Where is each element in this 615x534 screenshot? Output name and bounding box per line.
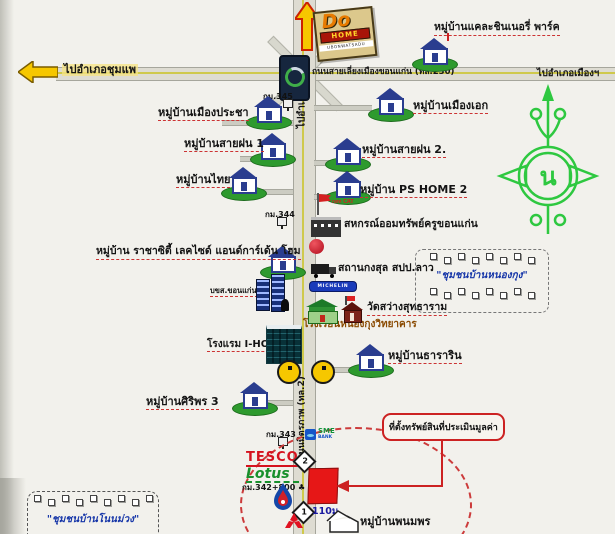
sme-bank-icon (305, 428, 316, 440)
village-label-pshome2: หมู่บ้าน PS HOME 2 (360, 183, 468, 199)
house-icon (221, 167, 267, 201)
sme-text: SME (318, 427, 335, 435)
ihotel-label: โรงแรม I-HOTEL (207, 339, 290, 353)
label-connector (447, 33, 449, 41)
junction-logo-badge (279, 55, 310, 101)
distance-label: 110ม. (312, 506, 342, 517)
cat-flag-icon (317, 193, 333, 215)
cat-label: กสท CAT (332, 199, 354, 205)
sketch-house-icon (326, 510, 359, 533)
village-label-siriporn3: หมู่บ้านศิริพร 3 (146, 395, 219, 411)
house-icon (246, 96, 292, 130)
road-centerline (56, 72, 615, 74)
round-sign-icon (309, 239, 324, 254)
coop-building-icon (311, 217, 341, 237)
west-arrow-icon (18, 61, 58, 83)
house-icon (250, 133, 296, 167)
sme-bank-sign: SME BANK (305, 428, 335, 440)
truck-icon (311, 263, 337, 278)
bus-terminal-label: บขส.ขอนแก่นเก่า (210, 286, 268, 298)
temple-icon (341, 296, 365, 323)
property-marker (307, 467, 339, 505)
bus-terminal-icon (256, 274, 290, 312)
house-icon (412, 38, 458, 72)
km-343-label: กม.343 (266, 430, 296, 439)
tesco-lotus-sign: TESCO Lotus (246, 450, 299, 484)
gas-station-flame-icon (274, 483, 292, 510)
lpg-station-icon (277, 360, 301, 384)
village-label-thararin: หมู่บ้านธาราริน (388, 349, 462, 365)
km-345-post-icon (283, 99, 293, 111)
scan-corner-shadow (0, 478, 26, 534)
community-houses-pattern (416, 288, 548, 299)
direction-east-label: ไปอำเภอเมืองฯ (537, 68, 600, 79)
callout-line-vertical (441, 441, 443, 487)
village-label-saifon2: หมู่บ้านสายฝน 2. (362, 143, 447, 159)
village-label-racha: หมู่บ้าน ราชาซิตี้ เลคไซด์ แอนด์การ์เด้น… (96, 245, 301, 260)
nonmuang-community-area: "ชุมชนบ้านโนนม่วง" (27, 491, 159, 534)
side-road (314, 160, 330, 166)
km-344-label: กม.344 (265, 210, 295, 219)
house-icon (368, 88, 414, 122)
village-label-saifon1: หมู่บ้านสายฝน 1 (184, 137, 264, 153)
property-callout-box: ที่ตั้งทรัพย์สินที่ประเมินมูลค่า (382, 413, 505, 441)
michelin-banner: MICHELIN (309, 281, 357, 292)
consulate-label: สถานกงสุล สปป.ลาว (338, 262, 434, 274)
house-icon (232, 382, 278, 416)
house-icon (348, 344, 394, 378)
village-label-thai: หมู่บ้านไทย (176, 173, 231, 189)
km-342-label: กม.342+800 ♣ (242, 483, 306, 492)
side-road (314, 105, 372, 111)
nonmuang-community-label: "ชุมชนบ้านโนนม่วง" (46, 514, 140, 525)
village-label-muang-ek: หมู่บ้านเมืองเอก (413, 99, 489, 115)
callout-line-horizontal (346, 485, 443, 487)
house-icon (325, 171, 371, 205)
lotus-logo-text: Lotus (246, 466, 299, 484)
sme-bank-text: BANK (318, 435, 333, 440)
nongkung-community-area: "ชุมชนบ้านหนองกุง" (415, 249, 549, 313)
lpg-station-icon (311, 360, 335, 384)
scan-edge-shadow (0, 0, 14, 534)
bypass-road-label: ถนนสายเลี่ยงเมืองขอนแก่น (ทล.230) (312, 67, 455, 77)
compass-letter: น (539, 162, 556, 191)
school-label: โรงเรียนหนองกุงวิทยาคาร (303, 319, 417, 330)
village-label-scenery-park: หมู่บ้านแคละชินเนอรี่ พาร์ค (434, 21, 560, 36)
community-houses-pattern (416, 253, 548, 264)
village-label-muang-pracha: หมู่บ้านเมืองประชา (158, 106, 249, 122)
km-344-post-icon (277, 217, 287, 229)
bypass-road (56, 67, 615, 81)
coop-label: สหกรณ์ออมทรัพย์ครูขอนแก่น (344, 218, 478, 230)
mitsubishi-logo-icon (285, 513, 303, 528)
ihotel-building-icon (266, 325, 302, 364)
dohome-logo: Do HOME UBONWATSADU (312, 6, 378, 62)
nongkung-community-label: "ชุมชนบ้านหนองกุง" (436, 270, 528, 281)
school-building-icon (305, 299, 339, 324)
tesco-logo-text: TESCO (246, 450, 299, 467)
direction-west-label: ไปอำเภอชุมแพ (62, 63, 138, 77)
callout-arrowhead (336, 480, 349, 492)
community-houses-pattern (28, 495, 158, 506)
road-centerline (302, 0, 304, 534)
wat-label: วัดสว่างสุทธาราม (367, 301, 448, 316)
compass-rose: น (496, 84, 600, 234)
